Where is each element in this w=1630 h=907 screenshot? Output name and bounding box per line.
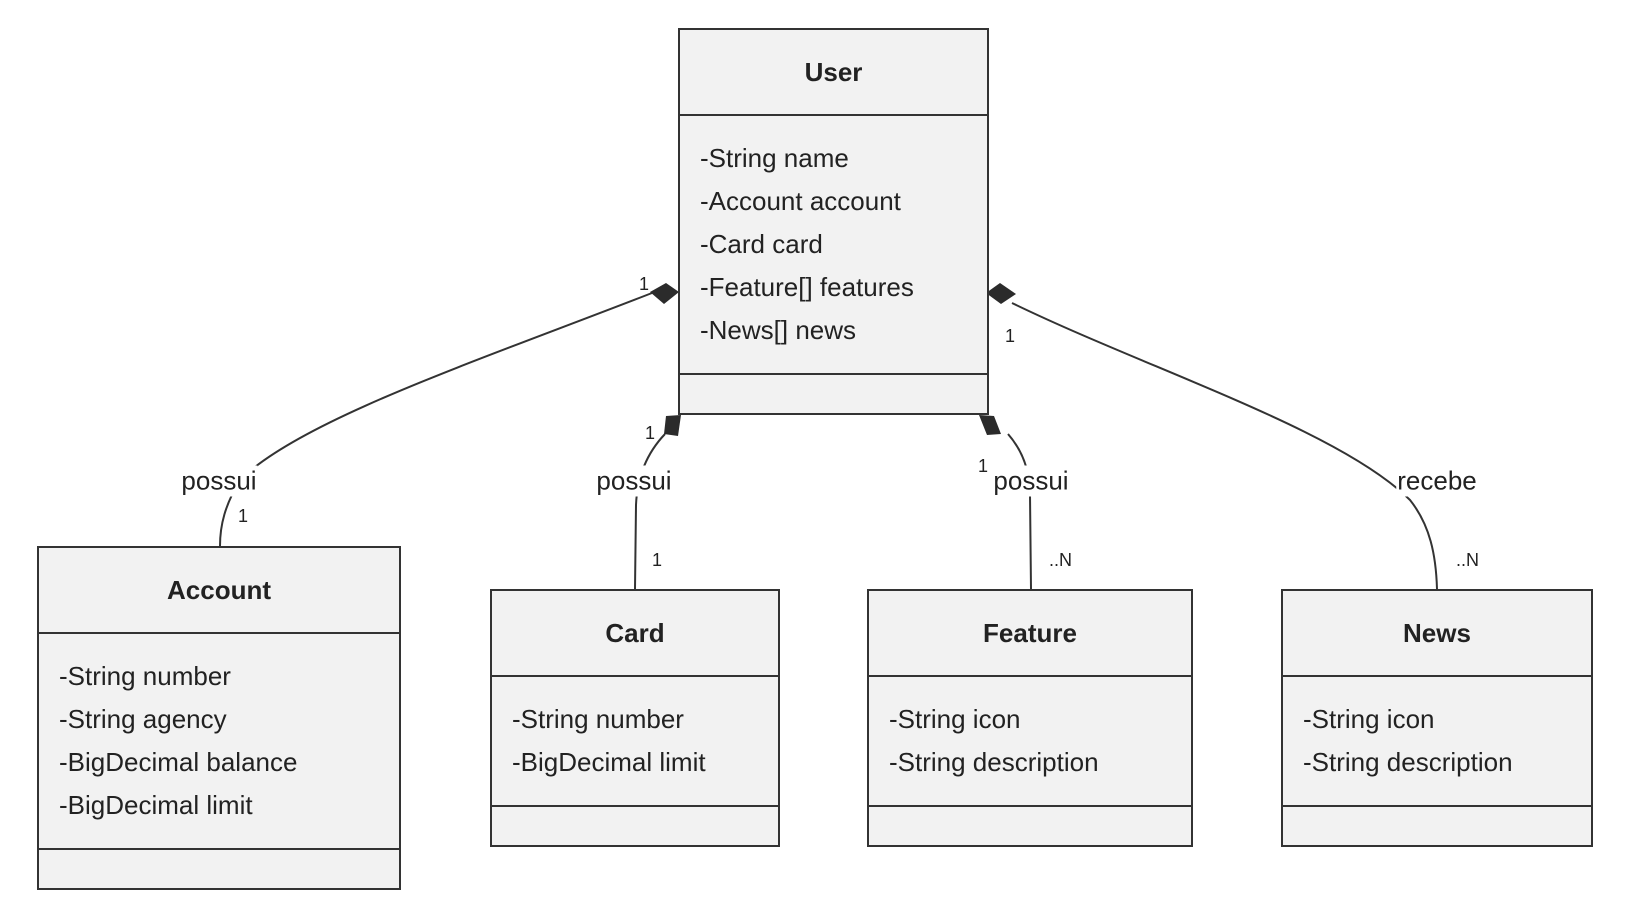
attribute: -String description: [1303, 747, 1513, 777]
attribute: -BigDecimal limit: [59, 790, 253, 820]
multiplicity-target-card: 1: [652, 550, 663, 570]
class-account[interactable]: Account -String number -String agency -B…: [37, 546, 401, 890]
composition-diamond-icon: [986, 283, 1016, 304]
relation-line-user-account: [219, 292, 653, 547]
attribute: -Account account: [700, 186, 901, 216]
attribute: -Feature[] features: [700, 272, 914, 302]
relation-label-card: possui: [595, 465, 673, 497]
class-methods: [869, 807, 1191, 847]
class-news[interactable]: News -String icon -String description: [1281, 589, 1593, 847]
attribute: -String icon: [1303, 704, 1435, 734]
relation-label-news: recebe: [1396, 465, 1478, 497]
multiplicity-target-feature: ..N: [1049, 550, 1073, 570]
attribute: -News[] news: [700, 315, 857, 345]
attribute: -String icon: [889, 704, 1021, 734]
class-name: Account: [39, 548, 399, 634]
attribute: -String name: [700, 143, 849, 173]
class-methods: [39, 850, 399, 890]
multiplicity-target-news: ..N: [1456, 550, 1480, 570]
class-attributes: -String number -String agency -BigDecima…: [39, 634, 399, 850]
attribute: -String description: [889, 747, 1099, 777]
class-name: User: [680, 30, 987, 116]
class-attributes: -String icon -String description: [869, 677, 1191, 807]
attribute: -String number: [512, 704, 684, 734]
composition-diamond-icon: [979, 415, 1001, 435]
multiplicity-source-feature: 1: [978, 456, 989, 476]
class-attributes: -String icon -String description: [1283, 677, 1591, 807]
relation-label-account: possui: [180, 465, 258, 497]
attribute: -String agency: [59, 704, 227, 734]
relation-line-user-news: [1011, 302, 1438, 590]
attribute: -Card card: [700, 229, 823, 259]
multiplicity-target-account: 1: [238, 506, 249, 526]
composition-diamond-icon: [664, 415, 681, 436]
class-methods: [680, 375, 987, 415]
class-methods: [1283, 807, 1591, 847]
class-methods: [492, 807, 778, 847]
attribute: -String number: [59, 661, 231, 691]
class-name: Card: [492, 591, 778, 677]
class-card[interactable]: Card -String number -BigDecimal limit: [490, 589, 780, 847]
class-name: Feature: [869, 591, 1191, 677]
class-name: News: [1283, 591, 1591, 677]
relation-line-user-feature: [1007, 433, 1032, 590]
multiplicity-source-news: 1: [1005, 326, 1016, 346]
multiplicity-source-account: 1: [639, 274, 650, 294]
attribute: -BigDecimal limit: [512, 747, 706, 777]
class-user[interactable]: User -String name -Account account -Card…: [678, 28, 989, 415]
composition-diamond-icon: [650, 283, 679, 304]
class-attributes: -String number -BigDecimal limit: [492, 677, 778, 807]
class-attributes: -String name -Account account -Card card…: [680, 116, 987, 375]
class-feature[interactable]: Feature -String icon -String description: [867, 589, 1193, 847]
attribute: -BigDecimal balance: [59, 747, 298, 777]
relation-label-feature: possui: [992, 465, 1070, 497]
multiplicity-source-card: 1: [645, 423, 656, 443]
